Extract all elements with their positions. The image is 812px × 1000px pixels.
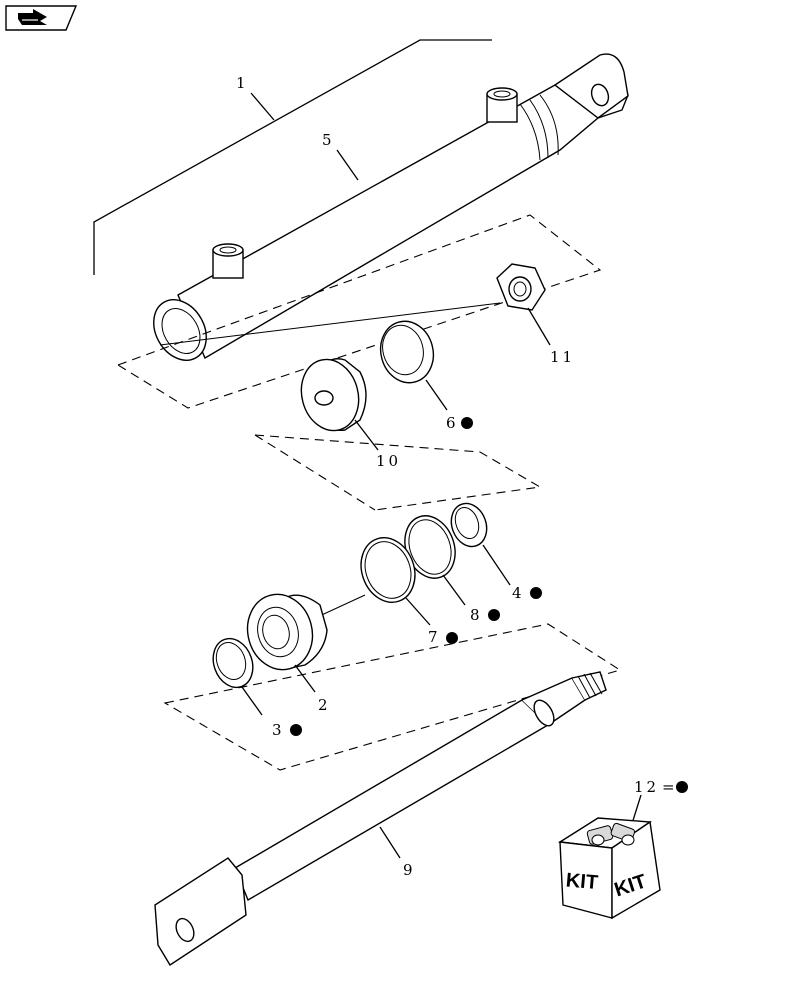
dashed-frame-lower bbox=[163, 623, 622, 771]
seal-kit-box: KIT KIT bbox=[557, 817, 661, 920]
o-ring-8 bbox=[404, 515, 456, 579]
kit-bullet-7 bbox=[446, 632, 458, 644]
arrow-right-icon bbox=[18, 9, 47, 25]
callout-5: 5 bbox=[322, 131, 335, 149]
kit-bullet-6 bbox=[461, 417, 473, 429]
piston bbox=[300, 358, 367, 432]
callout-1: 1 bbox=[236, 74, 249, 92]
backup-ring-7 bbox=[360, 537, 416, 603]
piston-rod bbox=[154, 671, 607, 966]
nav-next-button[interactable] bbox=[5, 5, 78, 31]
callout-4: 4 bbox=[512, 584, 525, 602]
kit-legend-bullet bbox=[676, 781, 688, 793]
callout-10: 10 bbox=[376, 452, 401, 470]
seal-ring-6 bbox=[379, 320, 435, 384]
dashed-frame-middle bbox=[254, 434, 542, 511]
callout-12: 12 bbox=[634, 778, 659, 796]
callout-3: 3 bbox=[272, 721, 285, 739]
gland bbox=[246, 593, 328, 671]
centerline-upper bbox=[159, 302, 501, 346]
kit-bullet-8 bbox=[488, 609, 500, 621]
kit-bullet-4 bbox=[530, 587, 542, 599]
kit-contents bbox=[586, 822, 636, 846]
callout-8: 8 bbox=[470, 606, 483, 624]
kit-bullet-3 bbox=[290, 724, 302, 736]
nut bbox=[496, 263, 546, 311]
callout-6: 6 bbox=[446, 414, 459, 432]
assembly-bracket-line bbox=[93, 39, 492, 275]
kit-label-left: KIT bbox=[565, 869, 599, 894]
cylinder-barrel bbox=[153, 53, 629, 361]
kit-legend-equals: = bbox=[662, 778, 678, 796]
callout-9: 9 bbox=[403, 861, 416, 879]
dashed-frame-upper bbox=[116, 214, 602, 409]
callout-2: 2 bbox=[318, 696, 331, 714]
callout-11: 11 bbox=[550, 348, 575, 366]
rod-seal bbox=[212, 637, 254, 689]
callout-7: 7 bbox=[428, 628, 441, 646]
wiper-ring bbox=[450, 502, 488, 548]
